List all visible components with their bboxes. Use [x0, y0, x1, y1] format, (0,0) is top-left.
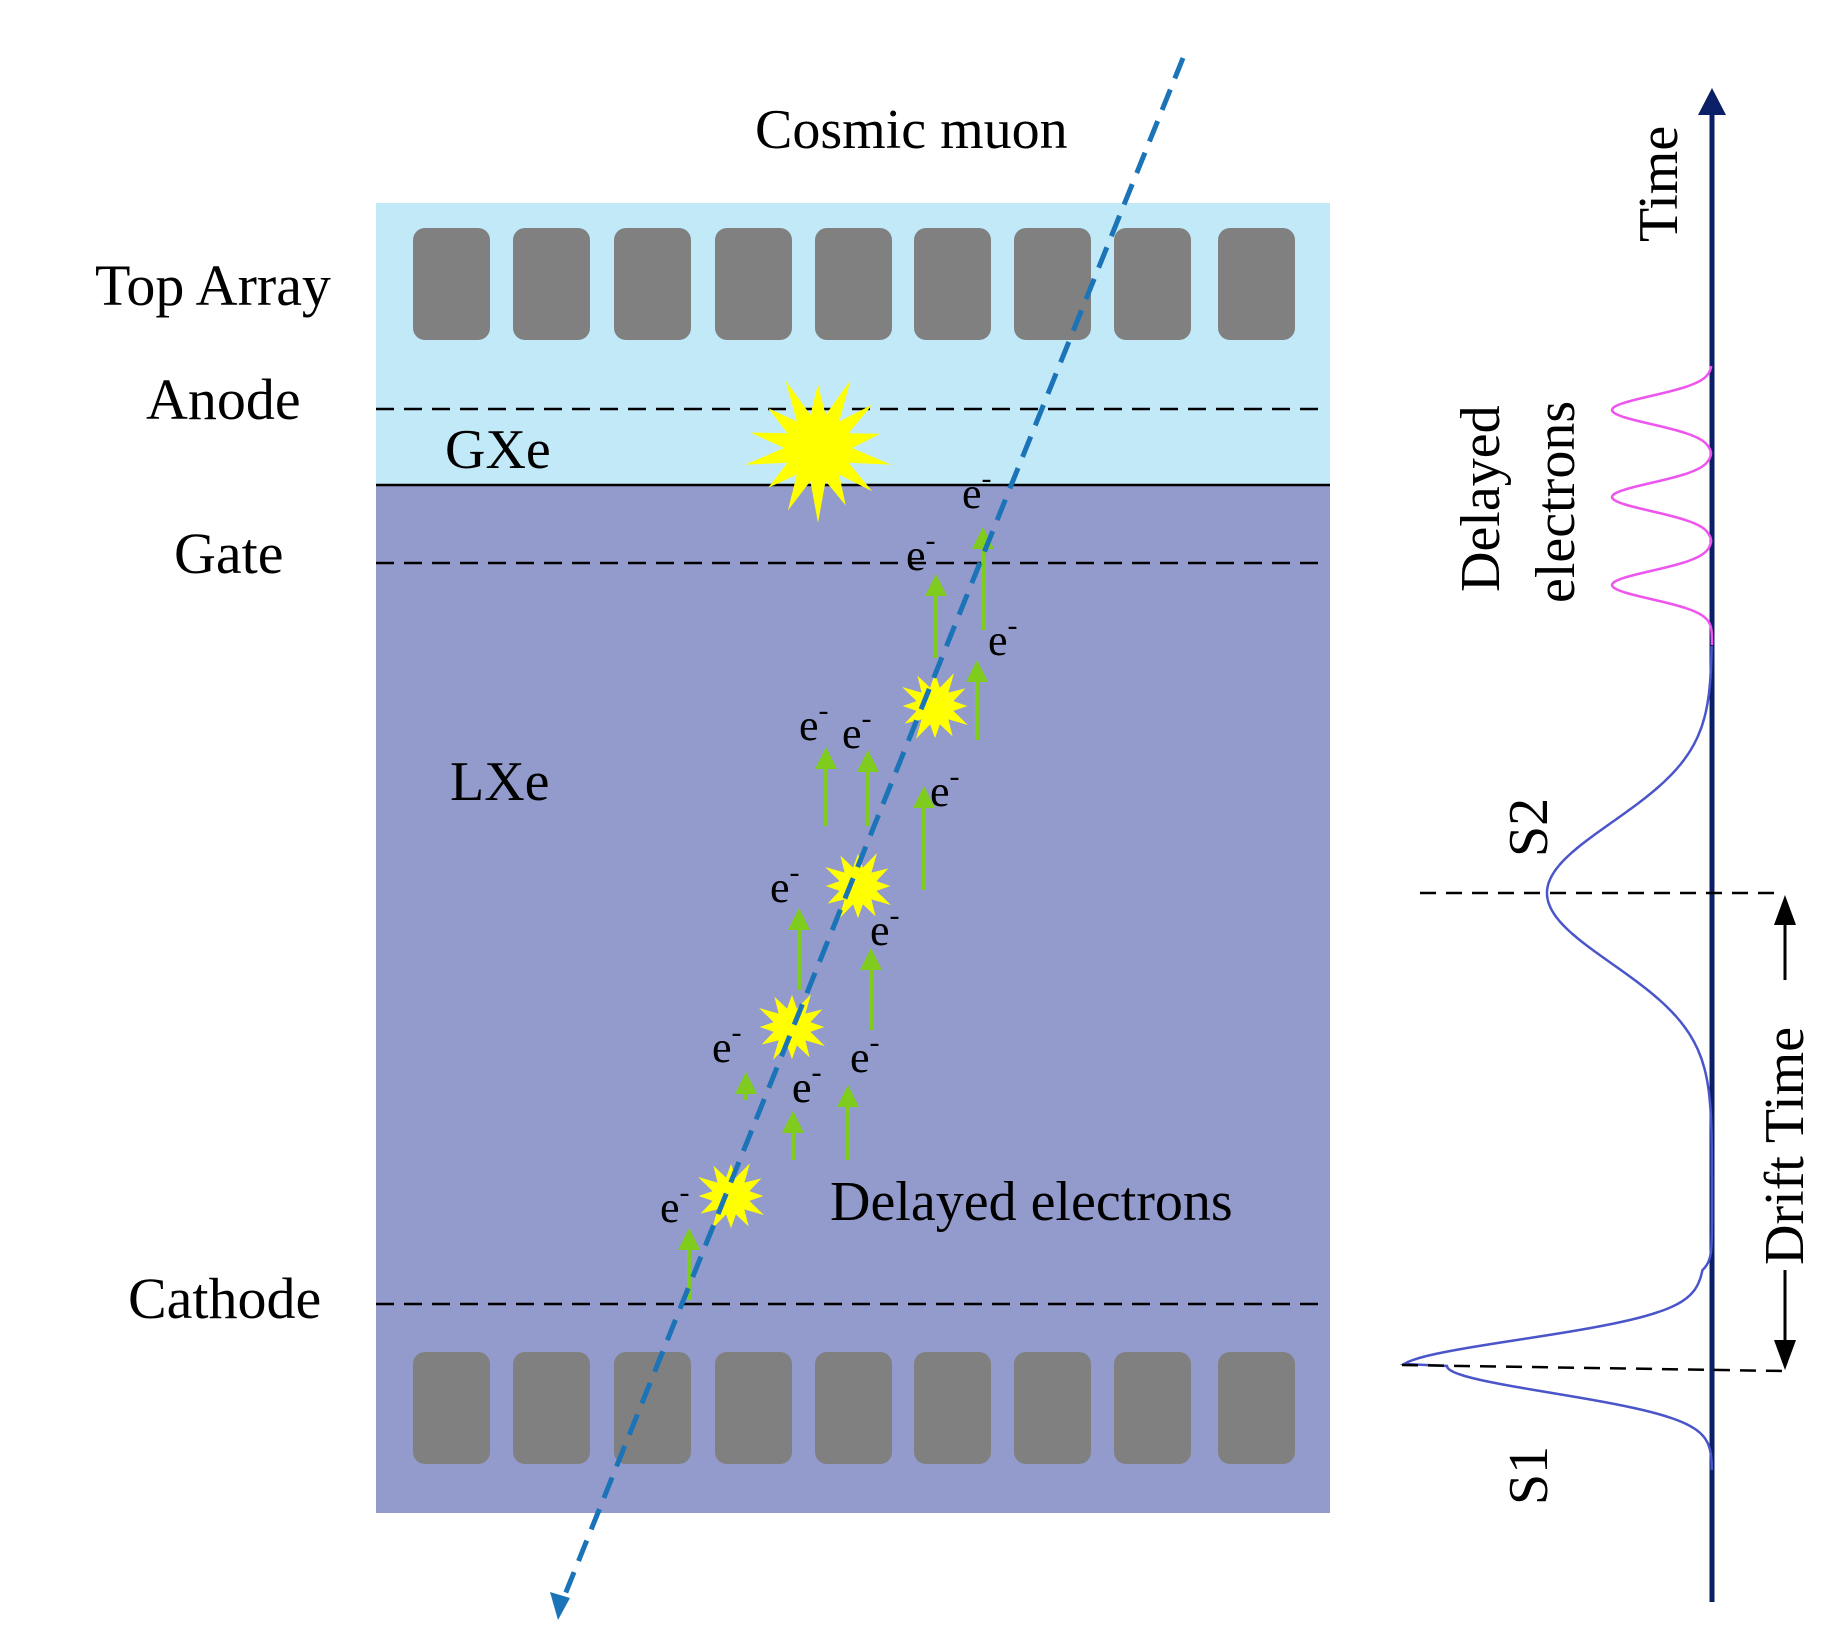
bottom-pmt: [815, 1352, 892, 1464]
cosmic-muon-label: Cosmic muon: [755, 99, 1068, 161]
top-pmt: [815, 228, 892, 340]
waveform-delayed-label-line1: Delayed: [1450, 405, 1512, 592]
cathode-label: Cathode: [128, 1266, 321, 1331]
arrow-up-icon: [860, 948, 882, 970]
top-pmt-array: [413, 228, 1295, 340]
electron-charge: -: [926, 524, 936, 557]
s2-label: S2: [1498, 798, 1560, 857]
electron-charge: -: [732, 1016, 742, 1049]
electron-charge: -: [950, 760, 960, 793]
bottom-pmt: [513, 1352, 590, 1464]
bottom-pmt: [614, 1352, 691, 1464]
drift-time-label: Drift Time: [1754, 1027, 1816, 1265]
s1-time-marker: [1401, 1363, 1784, 1373]
top-pmt: [1114, 228, 1191, 340]
arrow-up-icon: [913, 786, 935, 808]
electron-charge: -: [890, 899, 900, 932]
lxe-region: [376, 485, 1330, 1513]
drift-time-arrow-up-icon: [1774, 895, 1796, 925]
arrow-up-icon: [857, 750, 879, 772]
time-label: Time: [1628, 126, 1690, 242]
bottom-pmt: [1014, 1352, 1091, 1464]
gate-label: Gate: [174, 521, 284, 586]
starburst-icon: [759, 994, 825, 1060]
electron-charge: -: [862, 702, 872, 735]
arrow-up-icon: [782, 1111, 804, 1133]
interaction-flashes: [698, 380, 968, 1229]
bottom-pmt: [1218, 1352, 1295, 1464]
time-axis-arrow-icon: [1698, 88, 1726, 115]
starburst-icon: [698, 1163, 764, 1229]
bottom-pmt: [1114, 1352, 1191, 1464]
drift-time-arrow-down-icon: [1774, 1340, 1796, 1370]
waveform-delayed-electrons: [1610, 365, 1714, 645]
drifting-electron: e-: [660, 1176, 700, 1300]
top-pmt: [1218, 228, 1295, 340]
arrow-up-icon: [815, 747, 837, 769]
arrow-up-icon: [678, 1228, 700, 1250]
waveform-delayed-label-line2: electrons: [1525, 401, 1587, 603]
electron-charge: -: [790, 856, 800, 889]
top-array-label: Top Array: [95, 253, 331, 318]
drifting-electron: e-: [860, 899, 900, 1030]
top-pmt: [914, 228, 991, 340]
starburst-icon: [902, 673, 968, 739]
top-pmt: [715, 228, 792, 340]
top-pmt: [614, 228, 691, 340]
bottom-pmt-array: [413, 1352, 1295, 1464]
arrow-up-icon: [837, 1085, 859, 1107]
top-pmt: [413, 228, 490, 340]
gxe-label: GXe: [445, 419, 551, 481]
bottom-pmt: [914, 1352, 991, 1464]
electron-charge: -: [819, 694, 829, 727]
s1-label: S1: [1498, 1446, 1560, 1505]
bottom-pmt: [413, 1352, 490, 1464]
arrow-up-icon: [966, 660, 988, 682]
delayed-electrons-detector-label: Delayed electrons: [830, 1171, 1233, 1233]
anode-label: Anode: [146, 367, 301, 432]
muon-arrow-icon: [550, 1592, 570, 1620]
electron-charge: -: [680, 1176, 690, 1209]
top-pmt: [513, 228, 590, 340]
arrow-up-icon: [735, 1072, 757, 1094]
arrow-up-icon: [925, 574, 947, 596]
arrow-up-icon: [788, 908, 810, 930]
starburst-icon: [825, 853, 891, 919]
electron-charge: -: [812, 1056, 822, 1089]
starburst-icon: [744, 380, 892, 523]
lxe-label: LXe: [450, 751, 550, 813]
top-pmt: [1014, 228, 1091, 340]
bottom-pmt: [715, 1352, 792, 1464]
electron-label: e-: [660, 1176, 690, 1232]
electron-charge: -: [812, 1056, 822, 1089]
drifting-electron: e-: [906, 524, 947, 658]
electron-charge: -: [870, 1026, 880, 1059]
cosmic-muon-track: [555, 57, 1186, 1613]
electron-charge: -: [982, 462, 992, 495]
electron-charge: -: [1008, 609, 1018, 642]
waveform-main: [1399, 646, 1714, 1471]
